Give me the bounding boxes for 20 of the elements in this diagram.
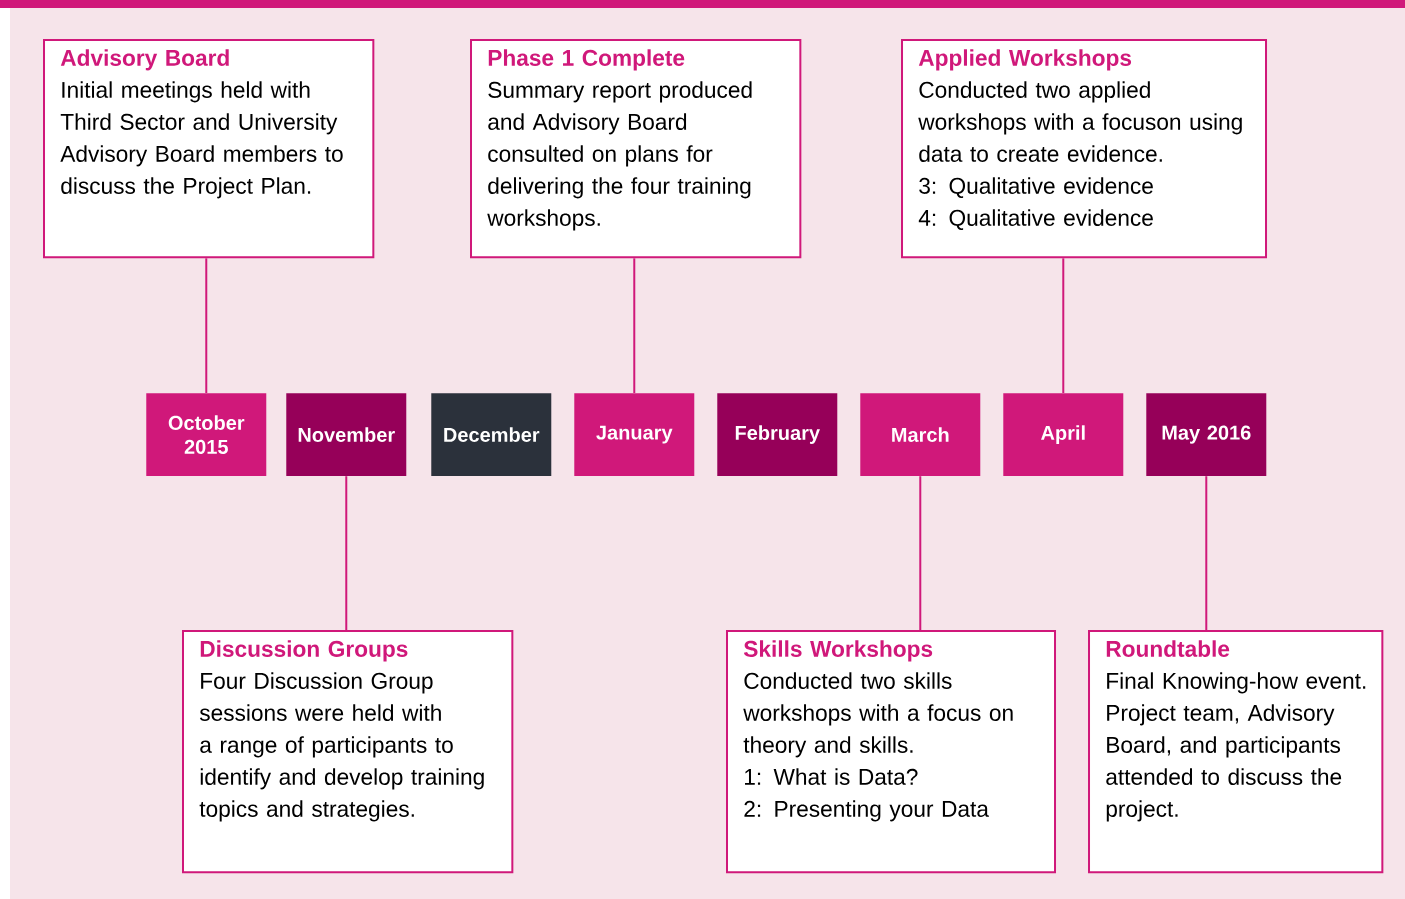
month-box: April <box>1003 393 1124 476</box>
leader-line <box>1205 475 1208 631</box>
month-box: November <box>286 393 407 476</box>
month-box: October 2015 <box>146 393 267 476</box>
leader-line <box>345 475 348 631</box>
month-box: March <box>860 393 981 476</box>
month-box: December <box>431 393 552 476</box>
month-box: May 2016 <box>1146 393 1267 476</box>
month-box: January <box>574 393 695 476</box>
event-box: Roundtable Final Knowing-how event. Project team, Advisory Board, and participants attended to discuss the project. <box>1088 630 1384 874</box>
event-box: Advisory Board Initial meetings held with Third Sector and University Advisory Board members to discuss the Project Plan. <box>43 39 375 259</box>
event-box: Discussion Groups Four Discussion Group sessions were held with a range of participants to identify and develop training topics and strategies. <box>182 630 514 874</box>
event-box: Applied Workshops Conducted two applied workshops with a focuson using data to create evidence. 3: Qualitative evidence 4: Qualitative evidence <box>901 39 1267 259</box>
leader-line <box>633 257 636 394</box>
leader-line <box>205 257 208 394</box>
leader-line <box>919 475 922 631</box>
month-box: February <box>717 393 838 476</box>
event-box: Skills Workshops Conducted two skills workshops with a focus on theory and skills. 1: What is Data? 2: Presenting your Data <box>726 630 1056 874</box>
event-box: Phase 1 Complete Summary report produced and Advisory Board consulted on plans for delivering the four training workshops. <box>470 39 802 259</box>
leader-line <box>1062 257 1065 394</box>
